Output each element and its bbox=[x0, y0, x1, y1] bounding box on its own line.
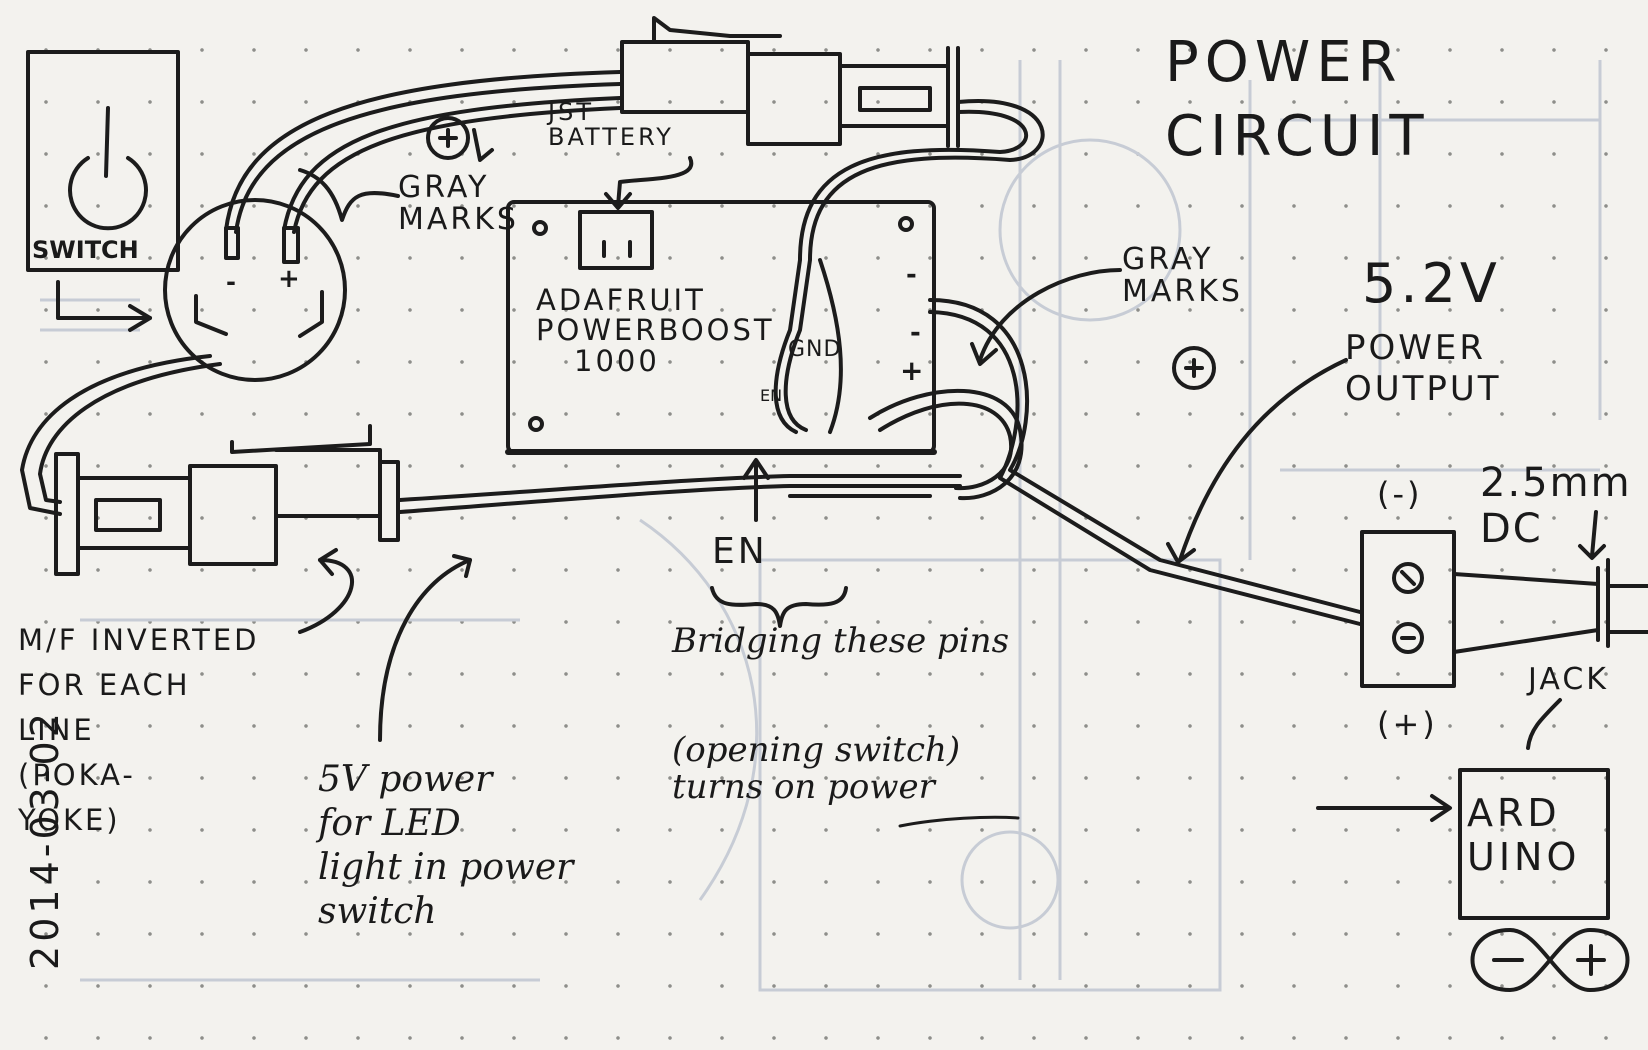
dc-jack-block bbox=[1360, 530, 1456, 688]
title-power: POWER bbox=[1165, 30, 1403, 95]
dc-plus-label: (+) bbox=[1377, 705, 1438, 743]
board-label-line2: POWERBOOST bbox=[536, 313, 775, 348]
switch-terminal-circle bbox=[163, 198, 347, 382]
output-voltage: 5.2V bbox=[1362, 252, 1501, 315]
dc-minus-label: (-) bbox=[1377, 475, 1423, 513]
connector-note: M/F INVERTED FOR EACH LINE (POKA- YOKE) bbox=[18, 623, 260, 837]
gray-marks-switch-label: GRAY MARKS bbox=[398, 170, 519, 237]
en-label: EN bbox=[712, 531, 768, 572]
power-icon bbox=[68, 106, 148, 231]
board-gnd-pin: GND bbox=[788, 337, 842, 362]
powerboost-label: ADAFRUIT POWERBOOST 1000 bbox=[536, 283, 775, 378]
board-en-pin: EN bbox=[760, 386, 783, 405]
arduino-label: ARD UINO bbox=[1467, 791, 1581, 879]
led-power-note: 5V power for LED light in power switch bbox=[318, 759, 574, 932]
board-label-line1: ADAFRUIT bbox=[536, 283, 706, 317]
inline-connector-bottom bbox=[54, 424, 400, 576]
plus-circle-icon bbox=[426, 116, 470, 160]
switch-label: SWITCH bbox=[32, 236, 139, 264]
board-minus-pin: - bbox=[906, 260, 920, 290]
jst-socket bbox=[578, 210, 654, 270]
power-switch-box bbox=[26, 50, 180, 272]
arduino-box bbox=[1458, 768, 1610, 920]
dc-size-label: 2.5mm DC bbox=[1480, 460, 1632, 552]
jst-battery-label: JST BATTERY bbox=[548, 98, 674, 152]
infinity-logo-icon bbox=[1470, 928, 1630, 992]
switch-note: (opening switch) turns on power bbox=[672, 730, 961, 808]
board-minus-pin-2: - bbox=[910, 318, 924, 348]
power-output-label: POWER OUTPUT bbox=[1345, 328, 1502, 409]
bridging-note: Bridging these pins bbox=[672, 621, 1010, 661]
board-plus-pin: + bbox=[900, 354, 927, 387]
jst-connector-top bbox=[620, 16, 960, 148]
switch-minus-terminal: - bbox=[226, 268, 239, 296]
board-label-line3: 1000 bbox=[574, 343, 660, 378]
title-circuit: CIRCUIT bbox=[1165, 104, 1430, 169]
jack-label: JACK bbox=[1528, 662, 1609, 697]
switch-plus-terminal: + bbox=[278, 264, 303, 294]
gray-marks-board-label: GRAY MARKS bbox=[1122, 242, 1243, 309]
